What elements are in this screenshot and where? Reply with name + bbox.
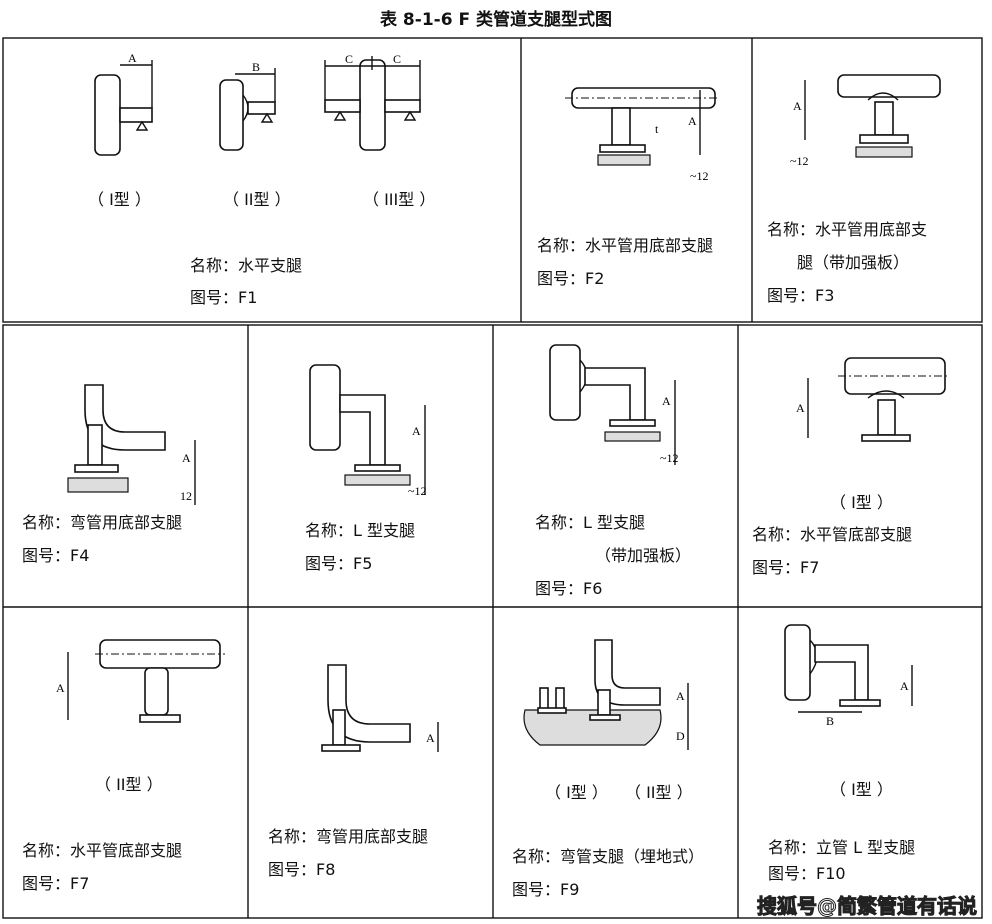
f8-diagram: A [321,664,439,752]
f1-type2-label: （ II型 ） [223,190,291,209]
dim-label: A [688,114,697,128]
f10-code: 图号：F10 [768,864,846,883]
f6-code: 图号：F6 [535,579,603,598]
f3-code: 图号：F3 [767,286,835,305]
f1-diagram: A B C C [94,51,421,156]
f7a-code: 图号：F7 [752,558,820,577]
f7b-name: 名称：水平管底部支腿 [22,841,183,860]
table-grid [2,37,983,919]
dim-label: A [796,401,805,415]
f5-diagram: A ~12 [309,364,427,498]
f9-type1: （ I型 ） [545,783,608,802]
f1-type3-label: （ III型 ） [363,190,436,209]
dim-label: t [655,122,659,136]
f10-diagram: A B [784,624,913,728]
f3-name: 名称：水平管用底部支 [767,220,928,239]
f9-code: 图号：F9 [512,880,580,899]
dim-label: A [793,99,802,113]
f1-name: 名称：水平支腿 [190,256,303,275]
f4-code: 图号：F4 [22,546,90,565]
f8-code: 图号：F8 [268,860,336,879]
f3-name-cont: 腿（带加强板） [797,253,910,272]
dim-label: D [676,729,685,743]
f3-diagram: A ~12 [790,74,941,168]
f4-name: 名称：弯管用底部支腿 [22,513,183,532]
f7-type2-diagram: A [56,639,225,723]
dim-label: B [826,714,834,728]
watermark: 搜狐号@简繁管道有话说 [757,894,978,919]
f9-name: 名称：弯管支腿（埋地式） [512,847,705,866]
dim-label: A [676,689,685,703]
f7a-name: 名称：水平管底部支腿 [752,525,913,544]
dim-label: ~12 [790,154,809,168]
f2-diagram: A t ~12 [565,87,720,183]
f5-name: 名称：L 型支腿 [305,521,416,540]
dim-label: C [393,52,401,66]
dim-label: B [252,60,260,74]
f10-type: （ I型 ） [830,780,893,799]
dim-label: A [900,679,909,693]
table-title: 表 8-1-6 F 类管道支腿型式图 [380,10,612,30]
f8-name: 名称：弯管用底部支腿 [268,827,429,846]
f9-type2: （ II型 ） [625,783,693,802]
f7b-code: 图号：F7 [22,874,90,893]
f9-diagram: A D [523,639,689,750]
dim-label: A [182,451,191,465]
f10-name: 名称：立管 L 型支腿 [768,838,916,857]
dim-label: C [345,52,353,66]
dim-label: A [56,681,65,695]
f2-code: 图号：F2 [537,269,605,288]
dim-label: A [426,731,435,745]
f5-code: 图号：F5 [305,554,373,573]
dim-label: ~12 [660,451,679,465]
dim-label: ~12 [690,169,709,183]
dim-label: A [128,51,137,65]
f2-name: 名称：水平管用底部支腿 [537,236,714,255]
f1-type1-label: （ I型 ） [88,190,151,209]
f1-code: 图号：F1 [190,288,258,307]
f4-diagram: A 12 [67,384,196,505]
f7b-type: （ II型 ） [95,775,163,794]
f7a-type: （ I型 ） [830,493,893,512]
f6-diagram: A ~12 [549,344,679,465]
f6-name: 名称：L 型支腿 [535,513,646,532]
f7-type1-diagram: A [796,357,950,442]
dim-label: A [662,394,671,408]
dim-label: ~12 [408,484,427,498]
dim-label: 12 [180,489,192,503]
f6-name-cont: （带加强板） [595,546,692,565]
dim-label: A [412,424,421,438]
